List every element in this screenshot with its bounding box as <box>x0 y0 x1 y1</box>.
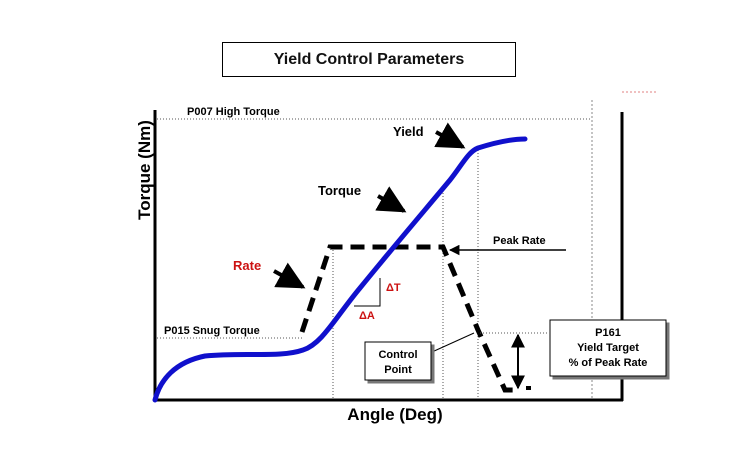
snug-torque-label: P015 Snug Torque <box>164 325 260 337</box>
yield-pointer-arrow <box>434 122 466 149</box>
high-torque-label: P007 High Torque <box>187 106 280 118</box>
control-point-line1: Control <box>378 349 417 361</box>
delta-triangle <box>354 278 381 307</box>
yield-target-line1: P161 <box>595 327 621 339</box>
delta-a-label: ΔA <box>359 310 375 322</box>
yield-target-line2: Yield Target <box>577 342 639 354</box>
peak-rate-label: Peak Rate <box>493 235 546 247</box>
control-point-line2: Point <box>384 364 412 376</box>
rate-pointer-arrow <box>273 262 306 289</box>
torque-label: Torque <box>318 183 361 198</box>
x-axis-label: Angle (Deg) <box>347 405 442 424</box>
torque-pointer-arrow <box>375 186 407 213</box>
rate-line <box>299 244 520 393</box>
yield-target-box <box>549 319 667 377</box>
control-point-pointer <box>431 332 475 353</box>
yield-label: Yield <box>393 124 424 139</box>
control-point-box <box>364 341 432 381</box>
rate-end-marker <box>526 386 531 390</box>
title-box: Yield Control Parameters <box>222 42 516 77</box>
yield-target-line3: % of Peak Rate <box>569 357 648 369</box>
diagram-title: Yield Control Parameters <box>273 50 465 68</box>
rate-label: Rate <box>233 258 261 273</box>
torque-curve <box>152 136 528 403</box>
delta-t-label: ΔT <box>386 282 401 294</box>
y-axis-label: Torque (Nm) <box>135 120 154 220</box>
